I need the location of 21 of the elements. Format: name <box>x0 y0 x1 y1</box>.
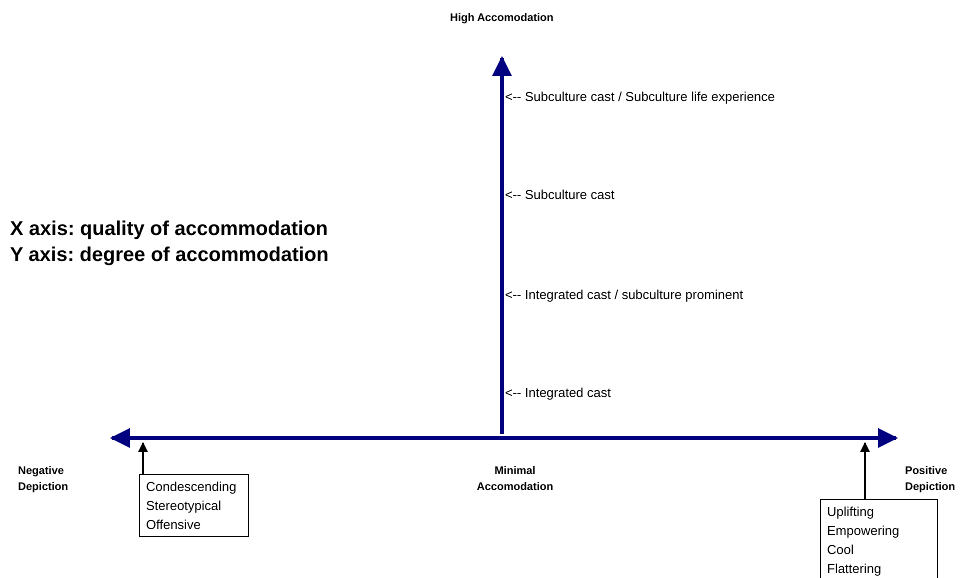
axis-note: X axis: quality of accommodation <box>10 217 328 242</box>
axis-label: Negative Depiction <box>18 464 70 495</box>
scale-note: <-- Integrated cast <box>505 384 611 402</box>
list-item: Condescending <box>146 478 238 496</box>
arrow <box>860 442 870 499</box>
arrow <box>138 442 148 474</box>
list-item: Offensive <box>146 516 202 534</box>
axis-label: Positive Depiction <box>905 464 956 495</box>
list-item: Uplifting <box>827 503 875 521</box>
list-item: Flattering <box>827 560 882 578</box>
text-box <box>820 499 938 578</box>
scale-note: <-- Integrated cast / subculture prominent <box>505 286 744 304</box>
list-item: Stereotypical <box>146 497 222 515</box>
scale-note: <-- Subculture cast <box>505 186 614 204</box>
axis-note: Y axis: degree of accommodation <box>10 243 329 268</box>
axis-label: Minimal Accomodation <box>476 464 554 495</box>
list-item: Empowering <box>827 522 900 540</box>
list-item: Cool <box>827 541 855 559</box>
scale-note: <-- Subculture cast / Subculture life experience <box>505 88 775 106</box>
axis-label: High Accomodation <box>450 11 554 26</box>
text-box <box>139 474 249 537</box>
